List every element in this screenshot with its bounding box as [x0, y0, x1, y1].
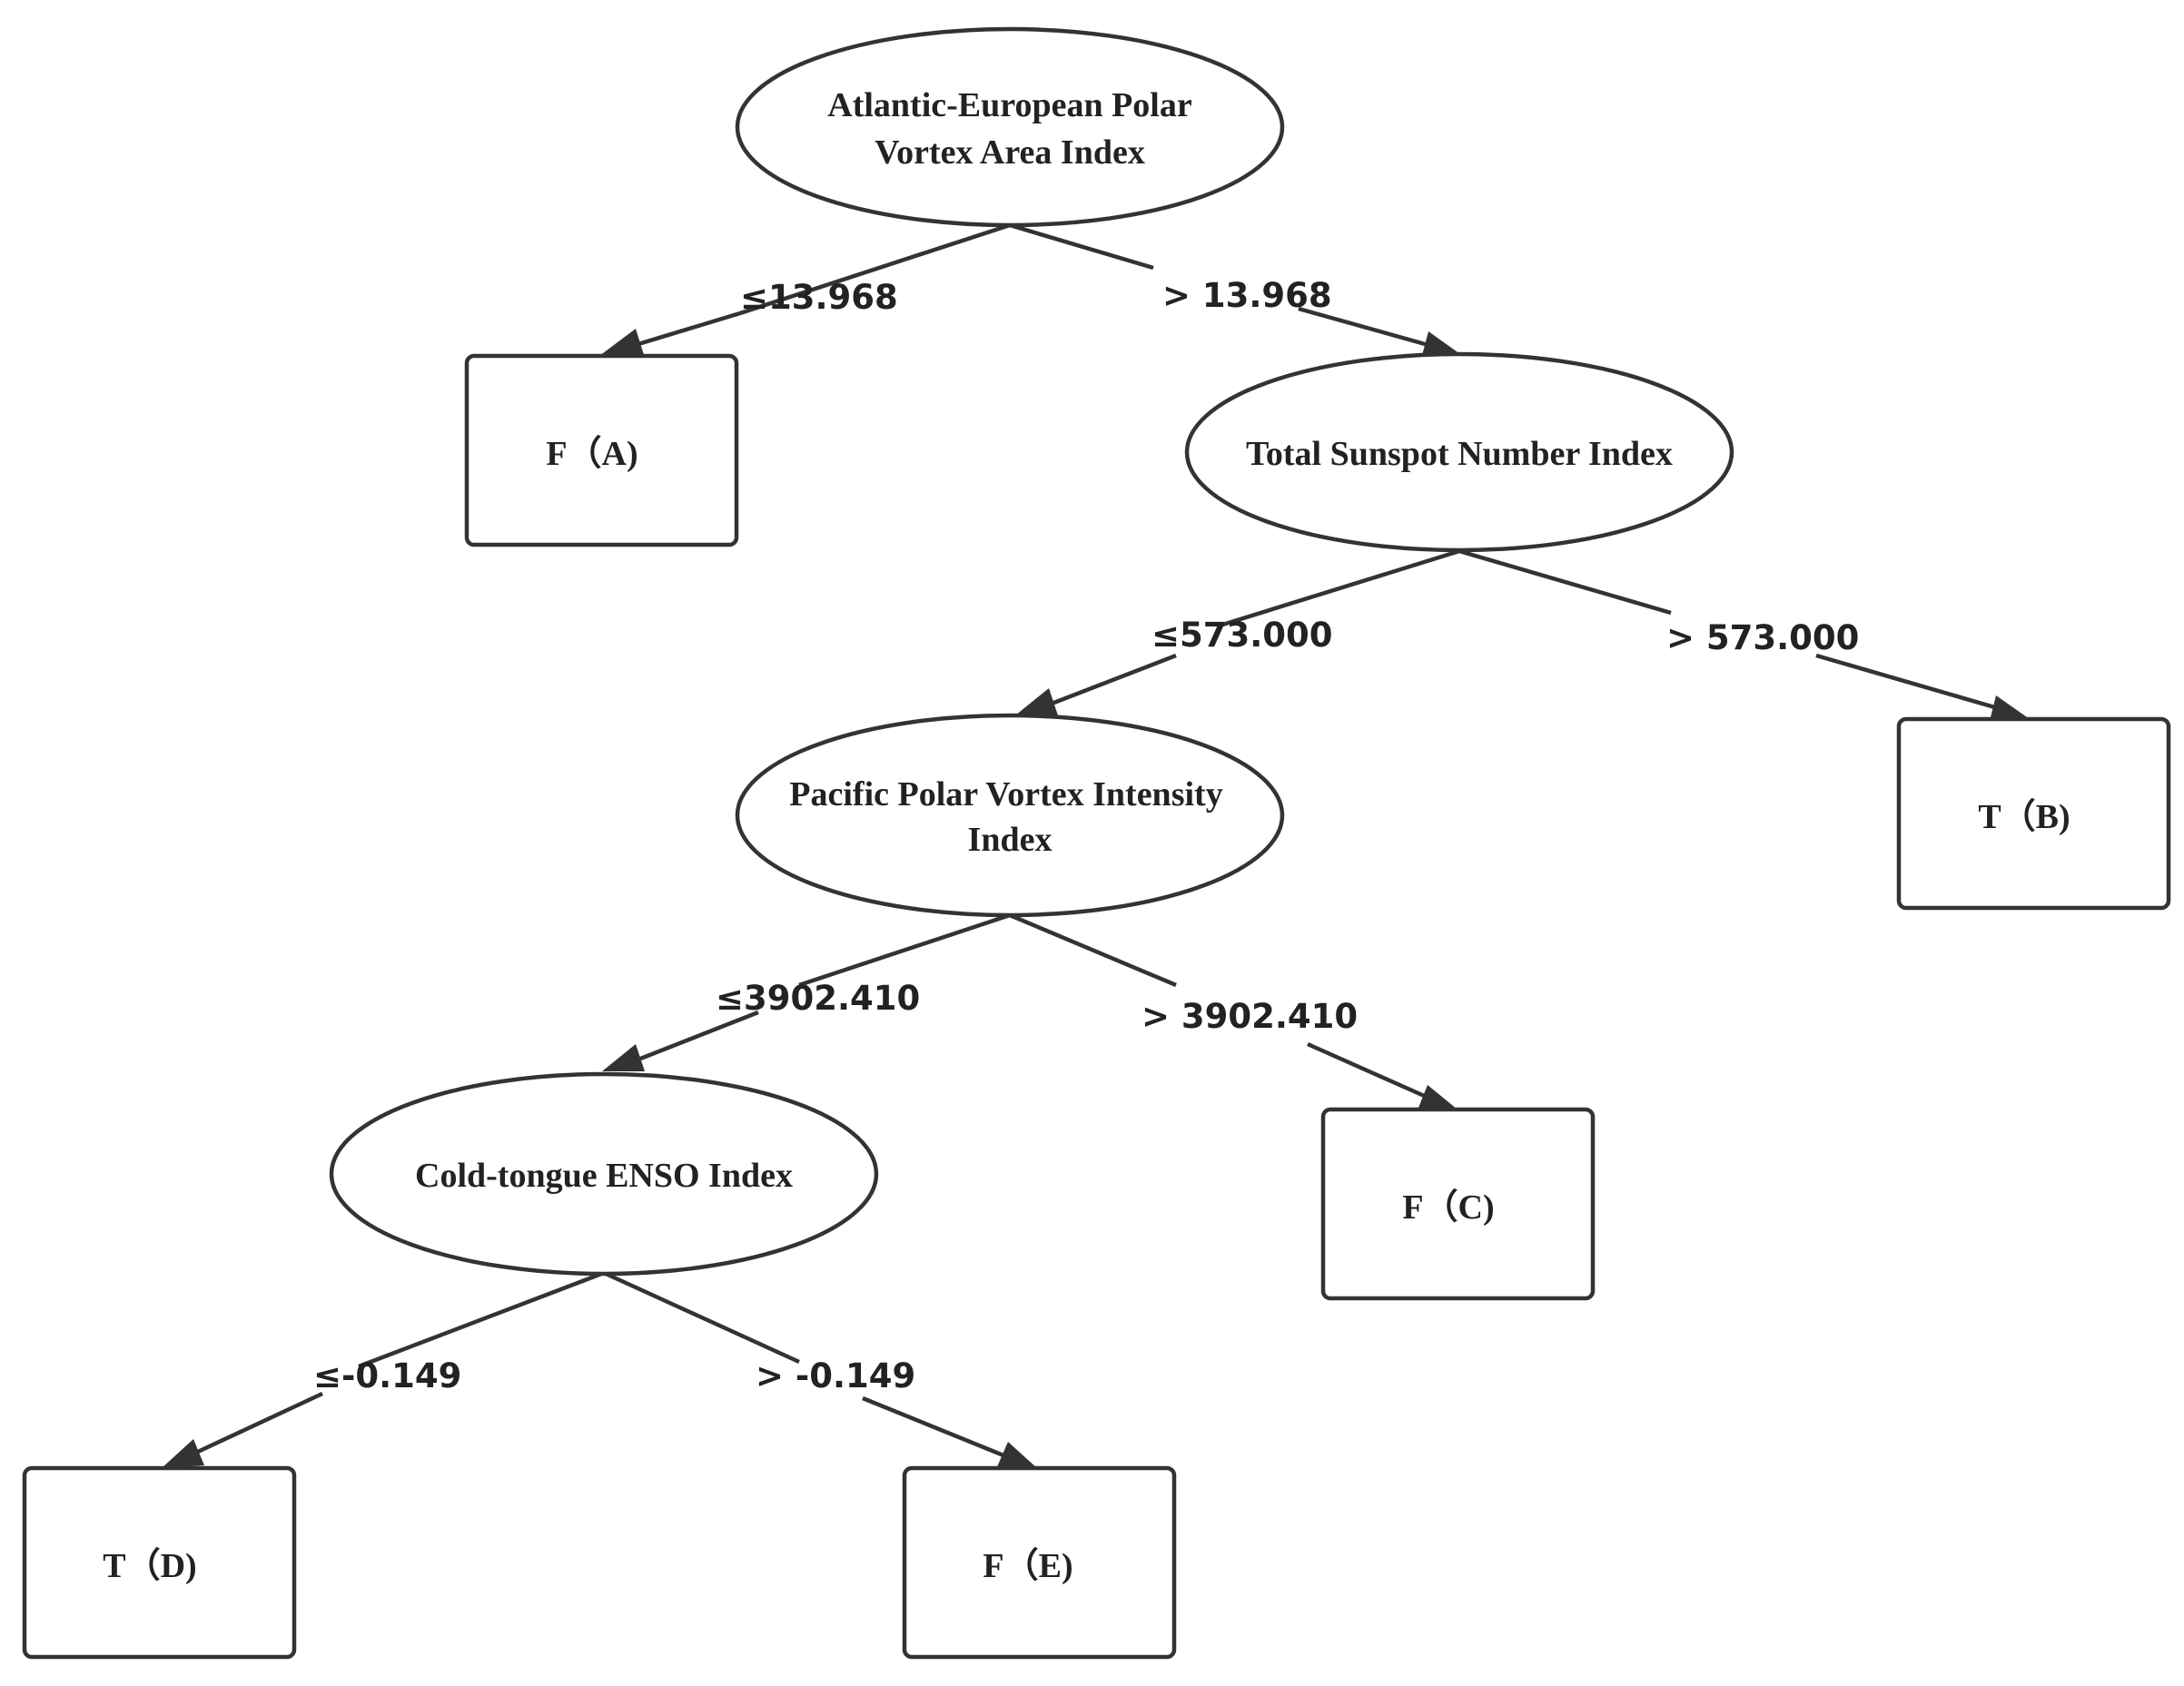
node-label-line: Cold-tongue ENSO Index: [415, 1157, 793, 1195]
leaf-label: T（D): [103, 1547, 196, 1585]
edge-label-sunspot-right: > 573.000: [1666, 618, 1859, 657]
decision-node-total-sunspot-number: Total Sunspot Number Index: [1184, 351, 1734, 553]
decision-node-pacific-polar-vortex-intensity: Pacific Polar Vortex Intensity Index: [735, 713, 1285, 918]
edge-root-right: [1009, 222, 1460, 359]
edge-label-root-left: ≤13.968: [740, 278, 898, 317]
leaf-node-a: F（A): [464, 353, 739, 547]
decision-node-atlantic-european-polar-vortex: Atlantic-European Polar Vortex Area Inde…: [735, 26, 1285, 228]
leaf-label: F（E): [983, 1547, 1072, 1585]
node-label-line: Vortex Area Index: [875, 133, 1145, 172]
leaf-label: T（B): [1978, 798, 2070, 836]
leaf-label: F（A): [546, 435, 637, 473]
edge-label-sunspot-left: ≤573.000: [1151, 616, 1333, 655]
edge-enso-right: [603, 1270, 1037, 1469]
node-label-line: Index: [968, 821, 1052, 859]
decision-node-cold-tongue-enso: Cold-tongue ENSO Index: [329, 1071, 879, 1277]
edge-label-pacific-right: > 3902.410: [1141, 997, 1358, 1036]
leaf-node-b: T（B): [1896, 716, 2171, 911]
leaf-node-e: F（E): [902, 1465, 1177, 1660]
edge-label-enso-left: ≤-0.149: [313, 1356, 461, 1395]
leaf-node-c: F（C): [1320, 1107, 1596, 1301]
edge-enso-left: [162, 1270, 605, 1468]
node-label-line: Total Sunspot Number Index: [1246, 435, 1673, 473]
edge-root-left: [599, 222, 1011, 358]
leaf-node-d: T（D): [22, 1465, 297, 1660]
edge-pacific-left: [602, 912, 1011, 1071]
edge-sunspot-left: [1015, 548, 1460, 715]
edge-pacific-right: [1009, 912, 1458, 1112]
leaf-label: F（C): [1402, 1188, 1494, 1227]
node-label-line: Atlantic-European Polar: [827, 86, 1192, 124]
node-label-line: Pacific Polar Vortex Intensity: [789, 775, 1222, 813]
edge-label-root-right: > 13.968: [1162, 276, 1332, 315]
edge-label-pacific-left: ≤3902.410: [716, 979, 920, 1018]
edge-label-enso-right: > -0.149: [756, 1356, 915, 1395]
